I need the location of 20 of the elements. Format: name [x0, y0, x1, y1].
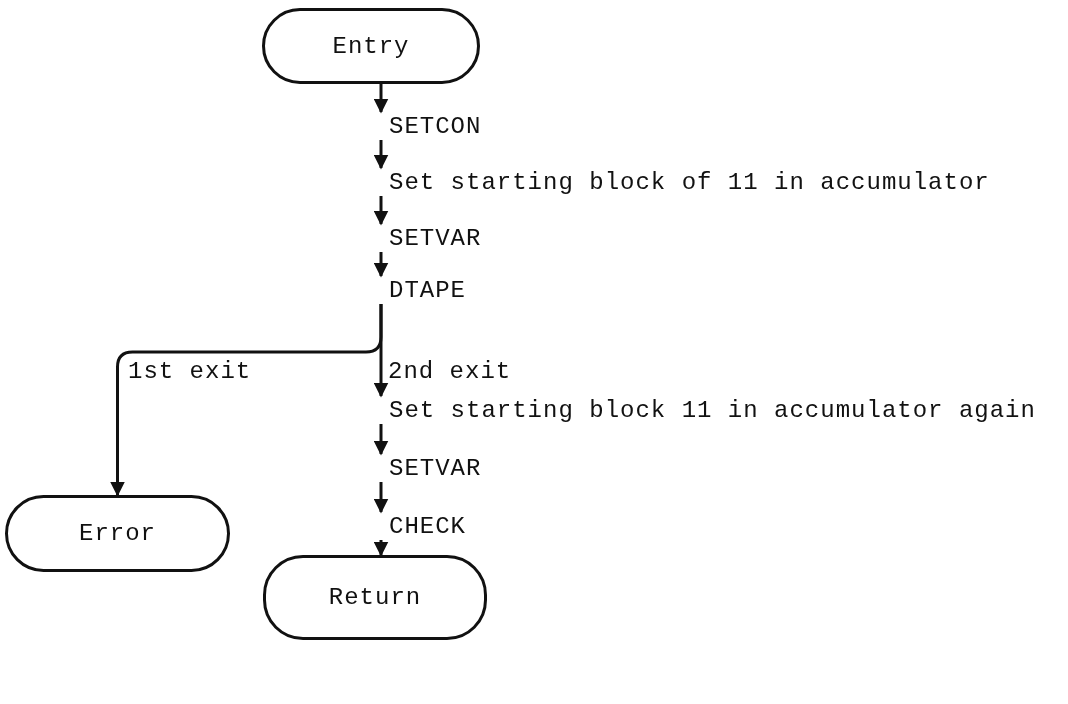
terminal-label: Error	[79, 520, 156, 547]
edge-label: 1st exit	[128, 358, 252, 385]
arrow	[373, 140, 389, 170]
step-label: SETVAR	[389, 224, 482, 252]
step-label: Set starting block 11 in accumulator again	[389, 396, 1036, 424]
arrow	[373, 196, 389, 226]
terminal-label: Entry	[332, 32, 410, 60]
step-label: SETVAR	[389, 454, 482, 482]
step-label: Set starting block of 11 in accumulator	[389, 168, 990, 196]
arrow	[373, 482, 389, 514]
arrow	[373, 424, 389, 456]
arrow	[373, 252, 389, 278]
arrow	[373, 540, 389, 557]
terminal-label: Return	[328, 584, 422, 611]
arrow	[373, 84, 389, 114]
step-label: DTAPE	[389, 276, 466, 304]
edge-label: 2nd exit	[388, 358, 512, 385]
step-label: CHECK	[389, 512, 466, 540]
arrow	[373, 304, 389, 398]
step-label: SETCON	[389, 112, 482, 140]
